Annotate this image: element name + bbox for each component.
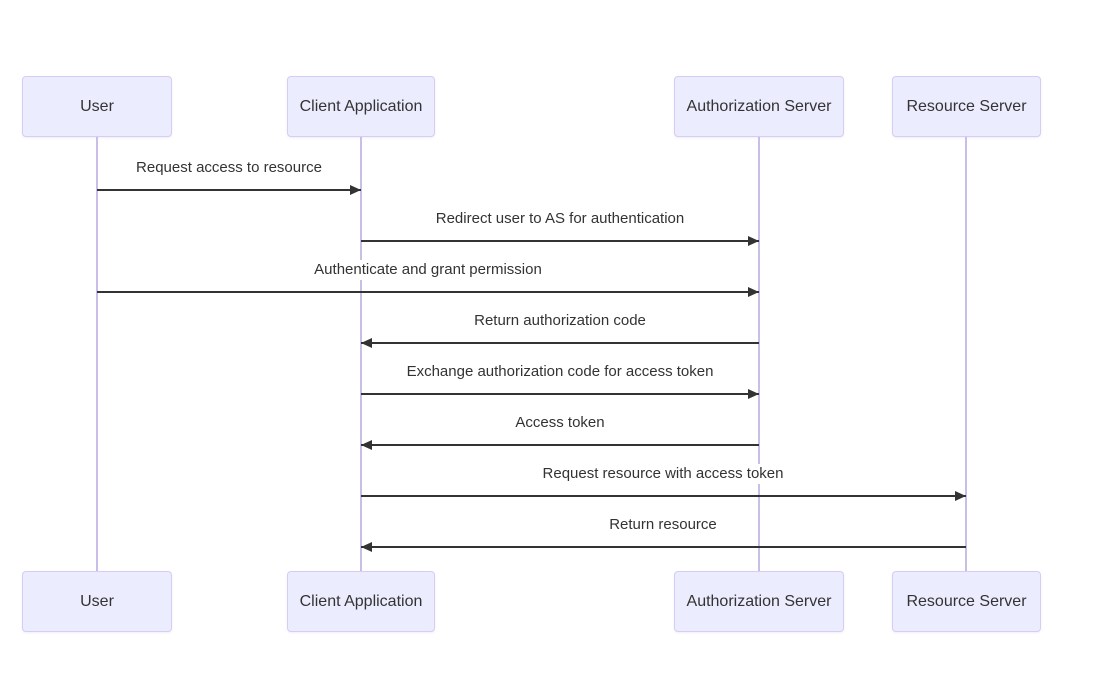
actor-label-resource-top: Resource Server: [906, 97, 1027, 115]
actor-label-user-bottom: User: [80, 592, 114, 610]
arrowhead-right-icon: [955, 491, 966, 501]
message-label-1: Request access to resource: [134, 158, 324, 178]
message-line-7: [361, 495, 966, 497]
arrowhead-right-icon: [350, 185, 361, 195]
message-line-1: [97, 189, 361, 191]
message-line-8: [361, 546, 966, 548]
actor-box-client-bottom: Client Application: [287, 571, 435, 632]
message-line-2: [361, 240, 759, 242]
lifeline-resource: [965, 137, 967, 571]
actor-label-auth-top: Authorization Server: [686, 97, 832, 115]
lifeline-user: [96, 137, 98, 571]
message-label-6: Access token: [513, 413, 607, 433]
actor-box-resource-bottom: Resource Server: [892, 571, 1041, 632]
actor-box-user-top: User: [22, 76, 172, 137]
actor-label-client-bottom: Client Application: [299, 592, 423, 610]
actor-label-user-top: User: [80, 97, 114, 115]
message-line-3: [97, 291, 759, 293]
actor-box-user-bottom: User: [22, 571, 172, 632]
actor-box-auth-top: Authorization Server: [674, 76, 844, 137]
actor-box-resource-top: Resource Server: [892, 76, 1041, 137]
arrowhead-right-icon: [748, 389, 759, 399]
arrowhead-right-icon: [748, 236, 759, 246]
lifeline-auth: [758, 137, 760, 571]
message-label-8: Return resource: [607, 515, 719, 535]
arrowhead-left-icon: [361, 440, 372, 450]
arrowhead-right-icon: [748, 287, 759, 297]
arrowhead-left-icon: [361, 542, 372, 552]
message-label-3: Authenticate and grant permission: [312, 260, 544, 280]
lifeline-client: [360, 137, 362, 571]
actor-label-resource-bottom: Resource Server: [906, 592, 1027, 610]
arrowhead-left-icon: [361, 338, 372, 348]
message-label-2: Redirect user to AS for authentication: [433, 209, 687, 229]
message-line-5: [361, 393, 759, 395]
message-line-4: [361, 342, 759, 344]
actor-label-client-top: Client Application: [299, 97, 423, 115]
message-label-5: Exchange authorization code for access t…: [404, 362, 716, 382]
actor-box-auth-bottom: Authorization Server: [674, 571, 844, 632]
message-line-6: [361, 444, 759, 446]
message-label-7: Request resource with access token: [540, 464, 786, 484]
message-label-4: Return authorization code: [472, 311, 648, 331]
actor-label-auth-bottom: Authorization Server: [686, 592, 832, 610]
actor-box-client-top: Client Application: [287, 76, 435, 137]
